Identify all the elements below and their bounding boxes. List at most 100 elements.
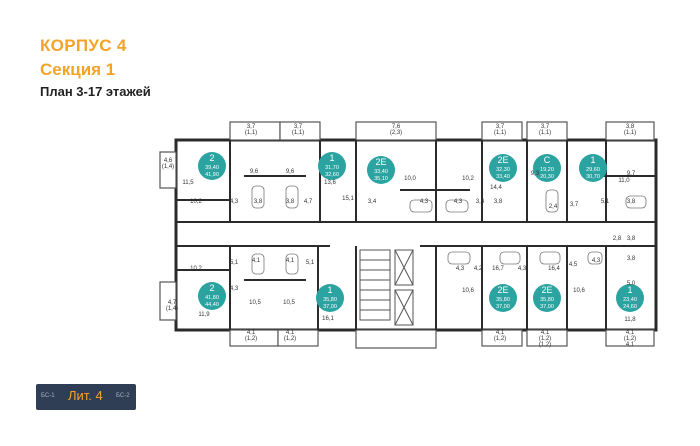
section-title: Секция 1: [40, 60, 116, 79]
room-area-label: 3,7: [496, 124, 505, 130]
apartment-badge-text: 35,10: [374, 176, 388, 182]
room-area-label: (1,1): [494, 130, 506, 136]
room-area-label: 11,0: [618, 178, 630, 184]
room-area-label: (1,4): [162, 164, 174, 170]
apartment-badge-text: 32,60: [325, 172, 339, 178]
room-area-label: (1,4): [166, 306, 178, 312]
room-area-label: 2,8: [613, 236, 622, 242]
apartment-badge-circle: [616, 284, 644, 312]
room-area-label: 4,3: [456, 266, 465, 272]
apartment-badge-text: 1: [590, 155, 595, 165]
apartment-badge-text: 1: [327, 285, 332, 295]
building-title: КОРПУС 4: [40, 36, 127, 55]
apartment-badge-text: 20,30: [540, 174, 554, 180]
room-area-label: 4,1: [496, 330, 505, 336]
apartment-badge-text: 37,00: [540, 304, 554, 310]
apartment-badge-text: 2: [209, 153, 214, 163]
room-area-label: 2,4: [549, 204, 558, 210]
apartment-badge-text: 32,30: [496, 167, 510, 173]
room-area-label: 10,5: [249, 300, 261, 306]
apartment-badge-text: 19,20: [540, 167, 554, 173]
room-area-label: 10,2: [190, 199, 202, 205]
room-area-label: 9,7: [627, 171, 636, 177]
room-area-label: 10,6: [573, 288, 585, 294]
room-area-label: 3,8: [286, 199, 295, 205]
room-area-label: 16,7: [492, 266, 504, 272]
plumbing-fixtures: [251, 185, 647, 275]
room-area-label: 15,1: [342, 196, 354, 202]
apartment-badge-circle: [533, 284, 561, 312]
apartment-badge-circle: [198, 282, 226, 310]
room-area-label: 10,6: [462, 288, 474, 294]
room-area-label: 4,3: [420, 199, 429, 205]
apartment-badge-circle: [367, 156, 395, 184]
room-area-label: 9,6: [250, 169, 259, 175]
room-area-label: 9,6: [286, 169, 295, 175]
room-area-label: 10,5: [283, 300, 295, 306]
room-area-label: 4,3: [230, 199, 239, 205]
apartment-badge-text: С: [544, 155, 551, 165]
apartment-badge-text: 2: [209, 283, 214, 293]
room-area-label: 3,8: [254, 199, 263, 205]
room-area-label: 4,1: [286, 258, 295, 264]
room-area-label: 16,4: [548, 266, 560, 272]
apartment-badge-text: 35,80: [496, 297, 510, 303]
room-area-label: 3,7: [247, 124, 256, 130]
room-area-label: 3,4: [368, 199, 377, 205]
floor-plan-title: План 3-17 этажей: [40, 84, 151, 99]
room-area-label: (1,1): [245, 130, 257, 136]
room-area-label: 3,4: [476, 199, 485, 205]
room-area-label: 4,1: [626, 342, 635, 348]
apartment-badge-text: 37,00: [496, 304, 510, 310]
room-labels: 3,7(1,1)3,7(1,1)7,6(2,3)3,7(1,1)3,7(1,1)…: [162, 124, 636, 348]
building-badge: БС-1 Лит. 4 БС-2: [36, 384, 136, 410]
room-area-label: 4,3: [230, 286, 239, 292]
apartment-badge-text: 1: [329, 153, 334, 163]
room-area-label: (1,1): [624, 130, 636, 136]
room-area-label: 11,5: [182, 180, 194, 186]
room-area-label: (2,3): [390, 130, 402, 136]
room-area-label: (1,2): [245, 336, 257, 342]
apartment-badge-text: 30,70: [586, 174, 600, 180]
room-area-label: 3,7: [570, 202, 579, 208]
room-area-label: 11,9: [198, 312, 210, 318]
apartment-badge-circle: [318, 152, 346, 180]
room-area-label: (1,2): [539, 336, 551, 342]
room-area-label: 5,1: [230, 260, 239, 266]
apartment-badge-text: 2Е: [375, 157, 386, 167]
room-area-label: 4,7: [168, 300, 177, 306]
room-area-label: 4,7: [304, 199, 313, 205]
apartment-badge-text: 39,40: [205, 165, 219, 171]
apartment-badge-text: 37,00: [323, 304, 337, 310]
room-area-label: 3,8: [627, 236, 636, 242]
room-area-label: 4,5: [569, 262, 578, 268]
room-area-label: 4,1: [247, 330, 256, 336]
apartment-badge-text: 2Е: [497, 285, 508, 295]
room-area-label: 4,1: [541, 330, 550, 336]
apartment-badges: 239,4041,90131,7032,602Е33,4035,102Е32,3…: [198, 152, 644, 312]
room-area-label: (1,2): [624, 336, 636, 342]
apartment-badge-text: 1: [627, 285, 632, 295]
apartment-badge-text: 41,90: [205, 172, 219, 178]
room-area-label: 10,2: [190, 266, 202, 272]
apartment-badge-text: 31,70: [325, 165, 339, 171]
room-area-label: (1,2): [539, 342, 551, 348]
room-area-label: (1,1): [292, 130, 304, 136]
apartment-badge-text: 24,60: [623, 304, 637, 310]
room-area-label: 10,0: [404, 176, 416, 182]
apartment-badge-circle: [579, 154, 607, 182]
apartment-badge-text: 35,80: [323, 297, 337, 303]
room-area-label: 3,8: [494, 199, 503, 205]
